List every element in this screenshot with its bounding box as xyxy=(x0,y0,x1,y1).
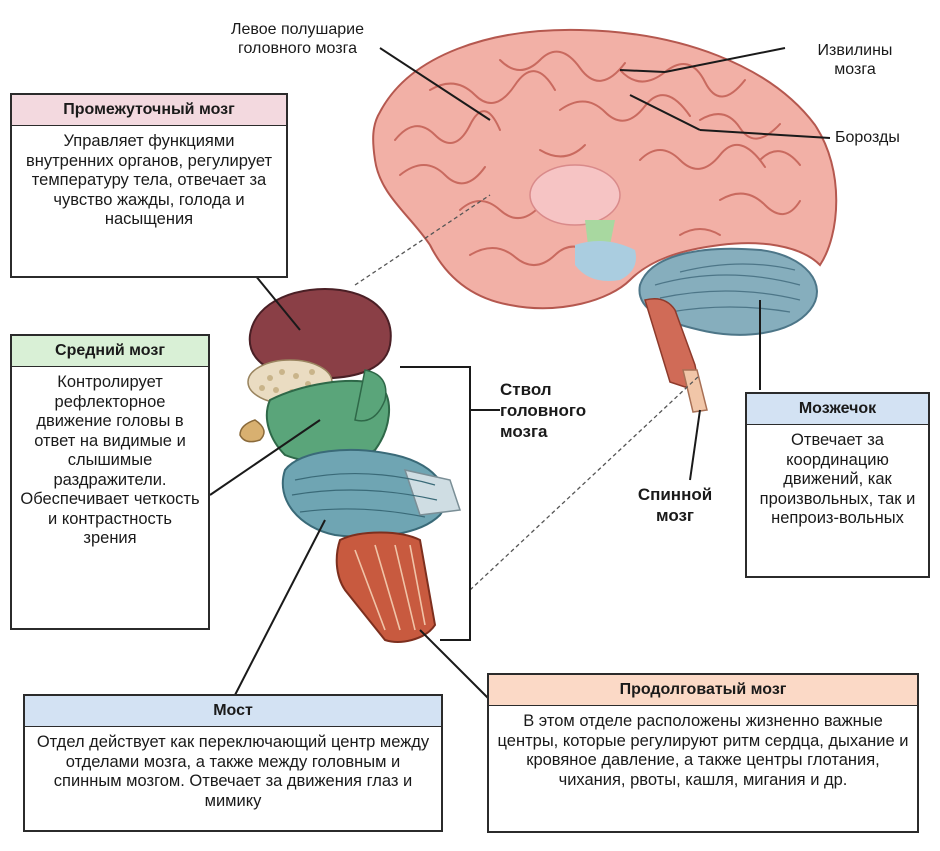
box-cerebellum-text: Отвечает за координацию движений, как пр… xyxy=(759,431,916,527)
whole-brain xyxy=(372,28,838,413)
box-midbrain: Средний мозг Контролирует рефлекторное д… xyxy=(10,334,210,630)
label-brainstem: Ствол головного мозга xyxy=(500,380,587,441)
box-midbrain-title: Средний мозг xyxy=(12,336,208,367)
cerebral-cortex xyxy=(372,28,838,310)
box-cerebellum: Мозжечок Отвечает за координацию движени… xyxy=(745,392,930,578)
spinal-cord-small xyxy=(682,369,708,413)
pons-highlight xyxy=(575,241,636,281)
pituitary xyxy=(239,419,265,443)
medulla-stripes xyxy=(354,544,426,631)
guide-lines xyxy=(354,194,701,591)
box-midbrain-text: Контролирует рефлекторное движение голов… xyxy=(20,373,200,547)
medulla-structure xyxy=(335,531,437,643)
box-diencephalon-text: Управляет функциями внутренних органов, … xyxy=(25,132,273,228)
box-diencephalon-title: Промежуточный мозг xyxy=(12,95,286,126)
box-cerebellum-title: Мозжечок xyxy=(747,394,928,425)
brainstem-enlarged xyxy=(239,288,462,643)
box-pons-title: Мост xyxy=(25,696,441,727)
midbrain-highlight xyxy=(585,220,615,245)
colliculi xyxy=(354,369,387,422)
cerebellum-folia xyxy=(654,263,801,313)
brainstem-bracket xyxy=(400,366,500,641)
box-pons: Мост Отдел действует как переключающий ц… xyxy=(23,694,443,832)
pons-fibers xyxy=(291,472,438,518)
box-medulla-title: Продолговатый мозг xyxy=(489,675,917,706)
label-spinal-cord: Спинной мозг xyxy=(637,485,713,525)
box-medulla: Продолговатый мозг В этом отделе располо… xyxy=(487,673,919,833)
box-medulla-text: В этом отделе расположены жизненно важны… xyxy=(497,712,909,789)
callout-lines xyxy=(209,47,831,701)
label-left-hemisphere: Левое полушарие головного мозга xyxy=(231,21,364,57)
label-gyri: Извилины мозга xyxy=(817,42,893,78)
box-pons-text: Отдел действует как переключающий центр … xyxy=(36,733,430,810)
diencephalon-highlight xyxy=(529,164,621,226)
label-sulci: Борозды xyxy=(835,129,900,146)
box-diencephalon: Промежуточный мозг Управляет функциями в… xyxy=(10,93,288,278)
